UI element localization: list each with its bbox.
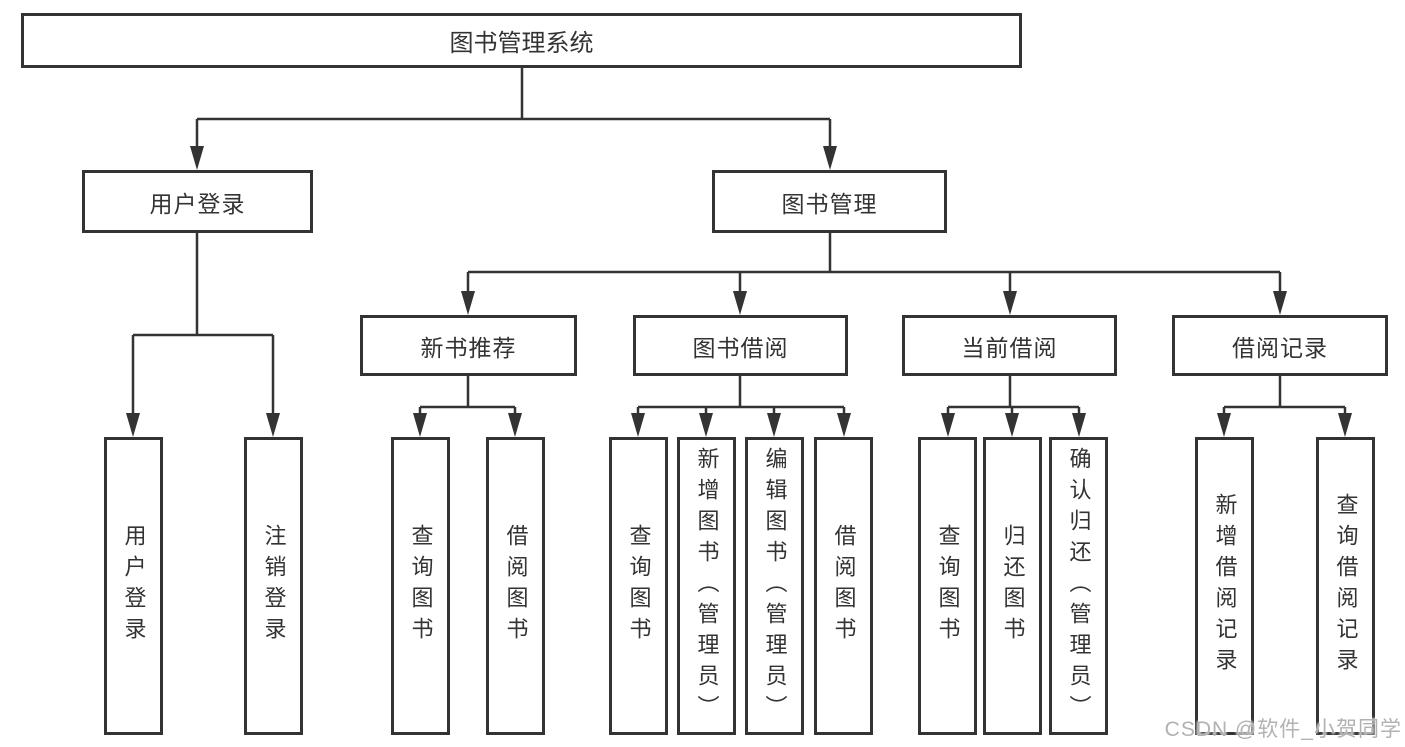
connector-path: [131, 68, 1347, 417]
leaf-query-borrow-record-label: 查询借阅记录: [1333, 493, 1359, 679]
leaf-query-books-borrow-label: 查询图书: [626, 524, 652, 648]
arrowhead-icon: [266, 413, 280, 437]
arrowhead-icon: [733, 291, 747, 315]
leaf-confirm-return-admin-label: 确认归还（管理员）: [1066, 446, 1092, 726]
arrowhead-icon: [837, 413, 851, 437]
leaf-add-borrow-record: 新增借阅记录: [1195, 437, 1254, 735]
leaf-query-books-borrow: 查询图书: [609, 437, 668, 735]
node-new-book-recommendation: 新书推荐: [360, 315, 577, 376]
arrowhead-icon: [767, 413, 781, 437]
arrowhead-icon: [941, 413, 955, 437]
node-book-borrowing: 图书借阅: [633, 315, 848, 376]
leaf-return-book-label: 归还图书: [1000, 524, 1026, 648]
leaf-add-book-admin: 新增图书（管理员）: [677, 437, 736, 735]
node-borrowing-records: 借阅记录: [1172, 315, 1388, 376]
arrowhead-icon: [190, 146, 204, 170]
arrowhead-icon: [508, 413, 522, 437]
leaf-edit-book-admin-label: 编辑图书（管理员）: [762, 446, 788, 726]
leaf-query-books-current-label: 查询图书: [935, 524, 961, 648]
arrowhead-icon: [823, 146, 837, 170]
leaf-user-login: 用户登录: [104, 437, 163, 735]
arrowhead-icon: [631, 413, 645, 437]
leaf-confirm-return-admin: 确认归还（管理员）: [1049, 437, 1108, 735]
arrowheads: [126, 146, 1352, 437]
leaf-query-borrow-record: 查询借阅记录: [1316, 437, 1375, 735]
leaf-query-books-current: 查询图书: [918, 437, 977, 735]
arrowhead-icon: [1003, 291, 1017, 315]
leaf-query-books-recommend: 查询图书: [391, 437, 450, 735]
leaf-add-book-admin-label: 新增图书（管理员）: [694, 446, 720, 726]
arrowhead-icon: [1217, 413, 1231, 437]
leaf-borrow-books-recommend: 借阅图书: [486, 437, 545, 735]
leaf-query-books-recommend-label: 查询图书: [408, 524, 434, 648]
arrowhead-icon: [1072, 413, 1086, 437]
leaf-add-borrow-record-label: 新增借阅记录: [1212, 493, 1238, 679]
arrowhead-icon: [413, 413, 427, 437]
leaf-return-book: 归还图书: [983, 437, 1042, 735]
leaf-borrow-books-recommend-label: 借阅图书: [503, 524, 529, 648]
leaf-logout-label: 注销登录: [261, 524, 287, 648]
arrowhead-icon: [1338, 413, 1352, 437]
leaf-borrow-books: 借阅图书: [814, 437, 873, 735]
arrowhead-icon: [699, 413, 713, 437]
node-library-management-system: 图书管理系统: [21, 13, 1022, 68]
leaf-logout: 注销登录: [244, 437, 303, 735]
arrowhead-icon: [126, 413, 140, 437]
leaf-edit-book-admin: 编辑图书（管理员）: [745, 437, 804, 735]
leaf-user-login-label: 用户登录: [121, 524, 147, 648]
node-current-borrowing: 当前借阅: [902, 315, 1117, 376]
arrowhead-icon: [1005, 413, 1019, 437]
arrowhead-icon: [1273, 291, 1287, 315]
node-user-login: 用户登录: [82, 170, 313, 233]
arrowhead-icon: [461, 291, 475, 315]
csdn-watermark: CSDN @软件_小贺同学: [1164, 718, 1402, 741]
node-book-management: 图书管理: [712, 170, 947, 233]
leaf-borrow-books-label: 借阅图书: [831, 524, 857, 648]
